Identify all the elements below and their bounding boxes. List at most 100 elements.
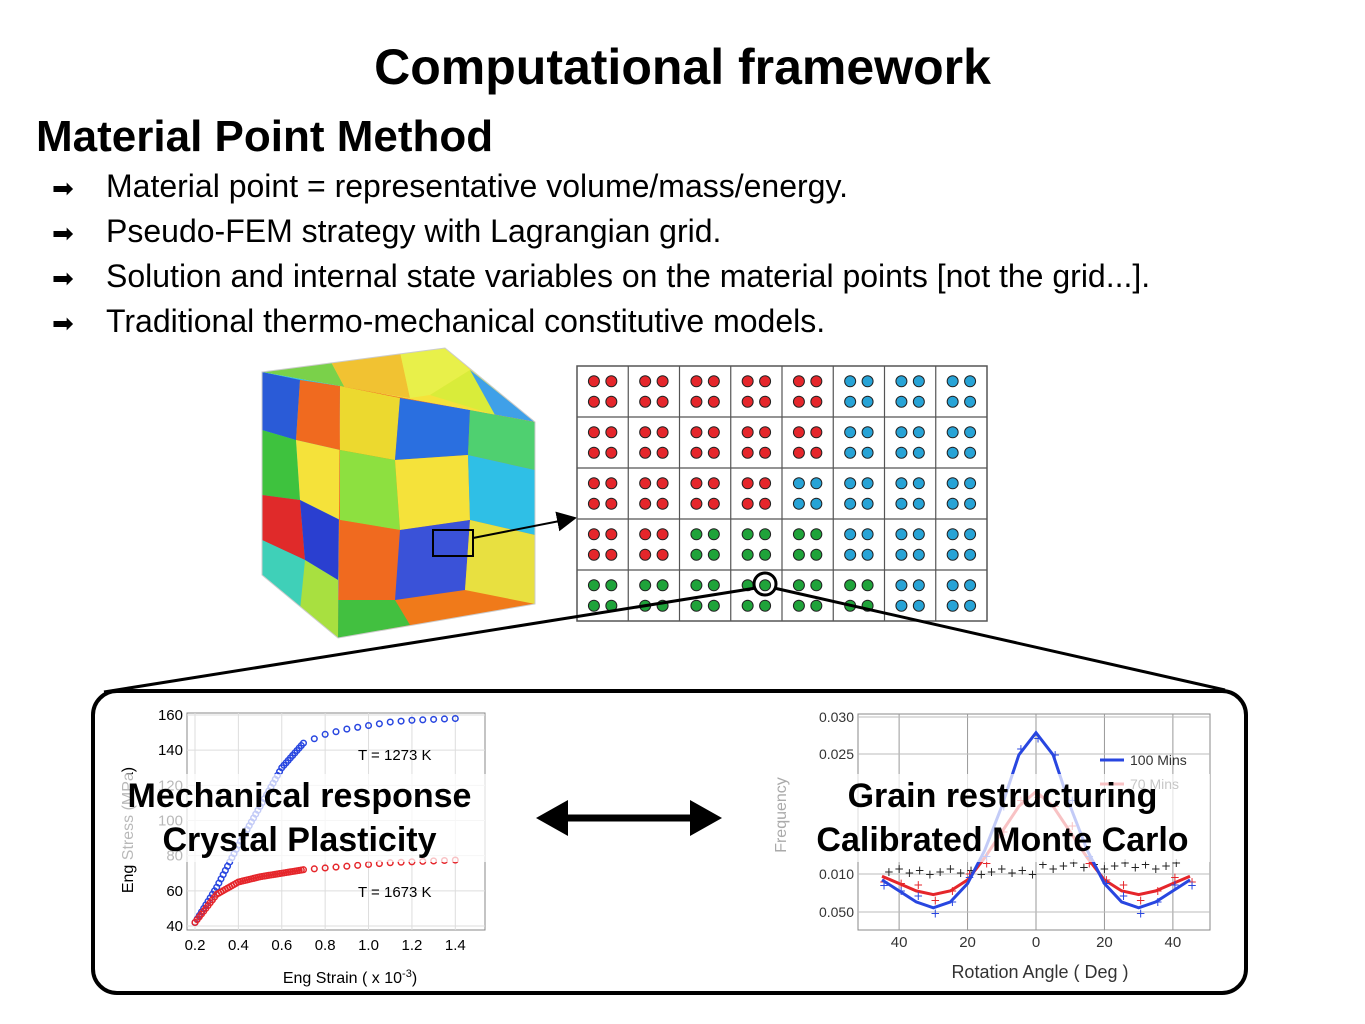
- material-point: [964, 548, 977, 561]
- material-point: [605, 446, 618, 459]
- data-point: +: [896, 884, 906, 898]
- material-point: [912, 599, 925, 612]
- material-point: [964, 395, 977, 408]
- data-point: +: [1017, 863, 1027, 877]
- material-point: [759, 446, 772, 459]
- material-point: [810, 426, 823, 439]
- material-point: [605, 497, 618, 510]
- zoom-arrow: [472, 511, 577, 539]
- data-point: +: [1016, 742, 1026, 756]
- material-point: [759, 528, 772, 541]
- double-headed-arrow: [536, 800, 722, 836]
- material-point: [946, 375, 959, 388]
- material-point: [656, 548, 669, 561]
- material-point: [792, 375, 805, 388]
- data-point: +: [930, 893, 940, 907]
- material-point: [759, 497, 772, 510]
- material-point: [792, 477, 805, 490]
- material-point: [912, 579, 925, 592]
- material-point: [861, 426, 874, 439]
- data-point: +: [1153, 895, 1163, 909]
- material-point: [741, 426, 754, 439]
- material-point: [707, 477, 720, 490]
- label-line: Crystal Plasticity: [162, 821, 437, 859]
- material-point: [759, 395, 772, 408]
- material-point: [861, 446, 874, 459]
- material-point: [895, 579, 908, 592]
- material-point: [912, 375, 925, 388]
- data-point: +: [945, 862, 955, 876]
- material-point: [810, 477, 823, 490]
- material-point: [964, 497, 977, 510]
- material-point: [707, 599, 720, 612]
- material-point: [792, 395, 805, 408]
- material-point: [946, 548, 959, 561]
- x-tick-label: 1.0: [358, 937, 379, 954]
- material-point: [587, 548, 600, 561]
- material-point: [912, 395, 925, 408]
- material-point: [912, 426, 925, 439]
- material-point: [861, 528, 874, 541]
- material-point: [690, 528, 703, 541]
- material-point: [690, 395, 703, 408]
- data-point: [364, 722, 373, 730]
- material-point: [792, 426, 805, 439]
- data-point: +: [1084, 857, 1094, 871]
- data-point: +: [947, 895, 957, 909]
- material-point: [912, 477, 925, 490]
- mechanical-response-label: Mechanical response Crystal Plasticity: [108, 774, 491, 862]
- material-point: [810, 548, 823, 561]
- material-point: [587, 375, 600, 388]
- data-point: [408, 716, 416, 724]
- material-point: [861, 477, 874, 490]
- material-point: [964, 477, 977, 490]
- material-point: [844, 579, 857, 592]
- y-tick-label: 60: [166, 883, 183, 900]
- series-label: T = 1273 K: [358, 747, 432, 764]
- data-point: [310, 735, 318, 743]
- bullet-item: ➡Solution and internal state variables o…: [52, 254, 1150, 299]
- material-point: [844, 446, 857, 459]
- cube-side-face: [338, 386, 535, 638]
- material-point: [844, 548, 857, 561]
- material-point: [707, 579, 720, 592]
- material-point: [656, 426, 669, 439]
- material-point: [639, 446, 652, 459]
- data-point: +: [1140, 857, 1150, 871]
- bullet-text: Pseudo-FEM strategy with Lagrangian grid…: [106, 213, 722, 249]
- data-point: [430, 715, 438, 723]
- data-point: +: [1120, 856, 1130, 870]
- data-point: +: [879, 879, 889, 893]
- material-point: [792, 548, 805, 561]
- material-point: [690, 426, 703, 439]
- material-point: [946, 426, 959, 439]
- material-point: [792, 528, 805, 541]
- data-point: +: [1161, 859, 1171, 873]
- data-point: +: [1187, 875, 1197, 889]
- x-tick-label: 1.2: [401, 937, 422, 954]
- material-point: [810, 497, 823, 510]
- slide-title: Computational framework: [374, 39, 991, 95]
- material-point: [844, 497, 857, 510]
- material-point: [946, 599, 959, 612]
- data-point: [440, 715, 449, 723]
- data-point: [332, 863, 340, 871]
- data-point: +: [965, 867, 975, 881]
- material-point: [895, 426, 908, 439]
- data-point: [386, 718, 394, 726]
- bullet-item: ➡Traditional thermo-mechanical constitut…: [52, 299, 1150, 344]
- data-point: +: [1033, 732, 1043, 746]
- data-point: +: [1007, 866, 1017, 880]
- material-point: [707, 528, 720, 541]
- material-point: [810, 599, 823, 612]
- material-point: [964, 528, 977, 541]
- material-point: [690, 375, 703, 388]
- material-point: [964, 579, 977, 592]
- material-point: [741, 599, 754, 612]
- material-point: [912, 528, 925, 541]
- material-point: [656, 528, 669, 541]
- material-point: [690, 579, 703, 592]
- material-point: [964, 599, 977, 612]
- material-point: [605, 395, 618, 408]
